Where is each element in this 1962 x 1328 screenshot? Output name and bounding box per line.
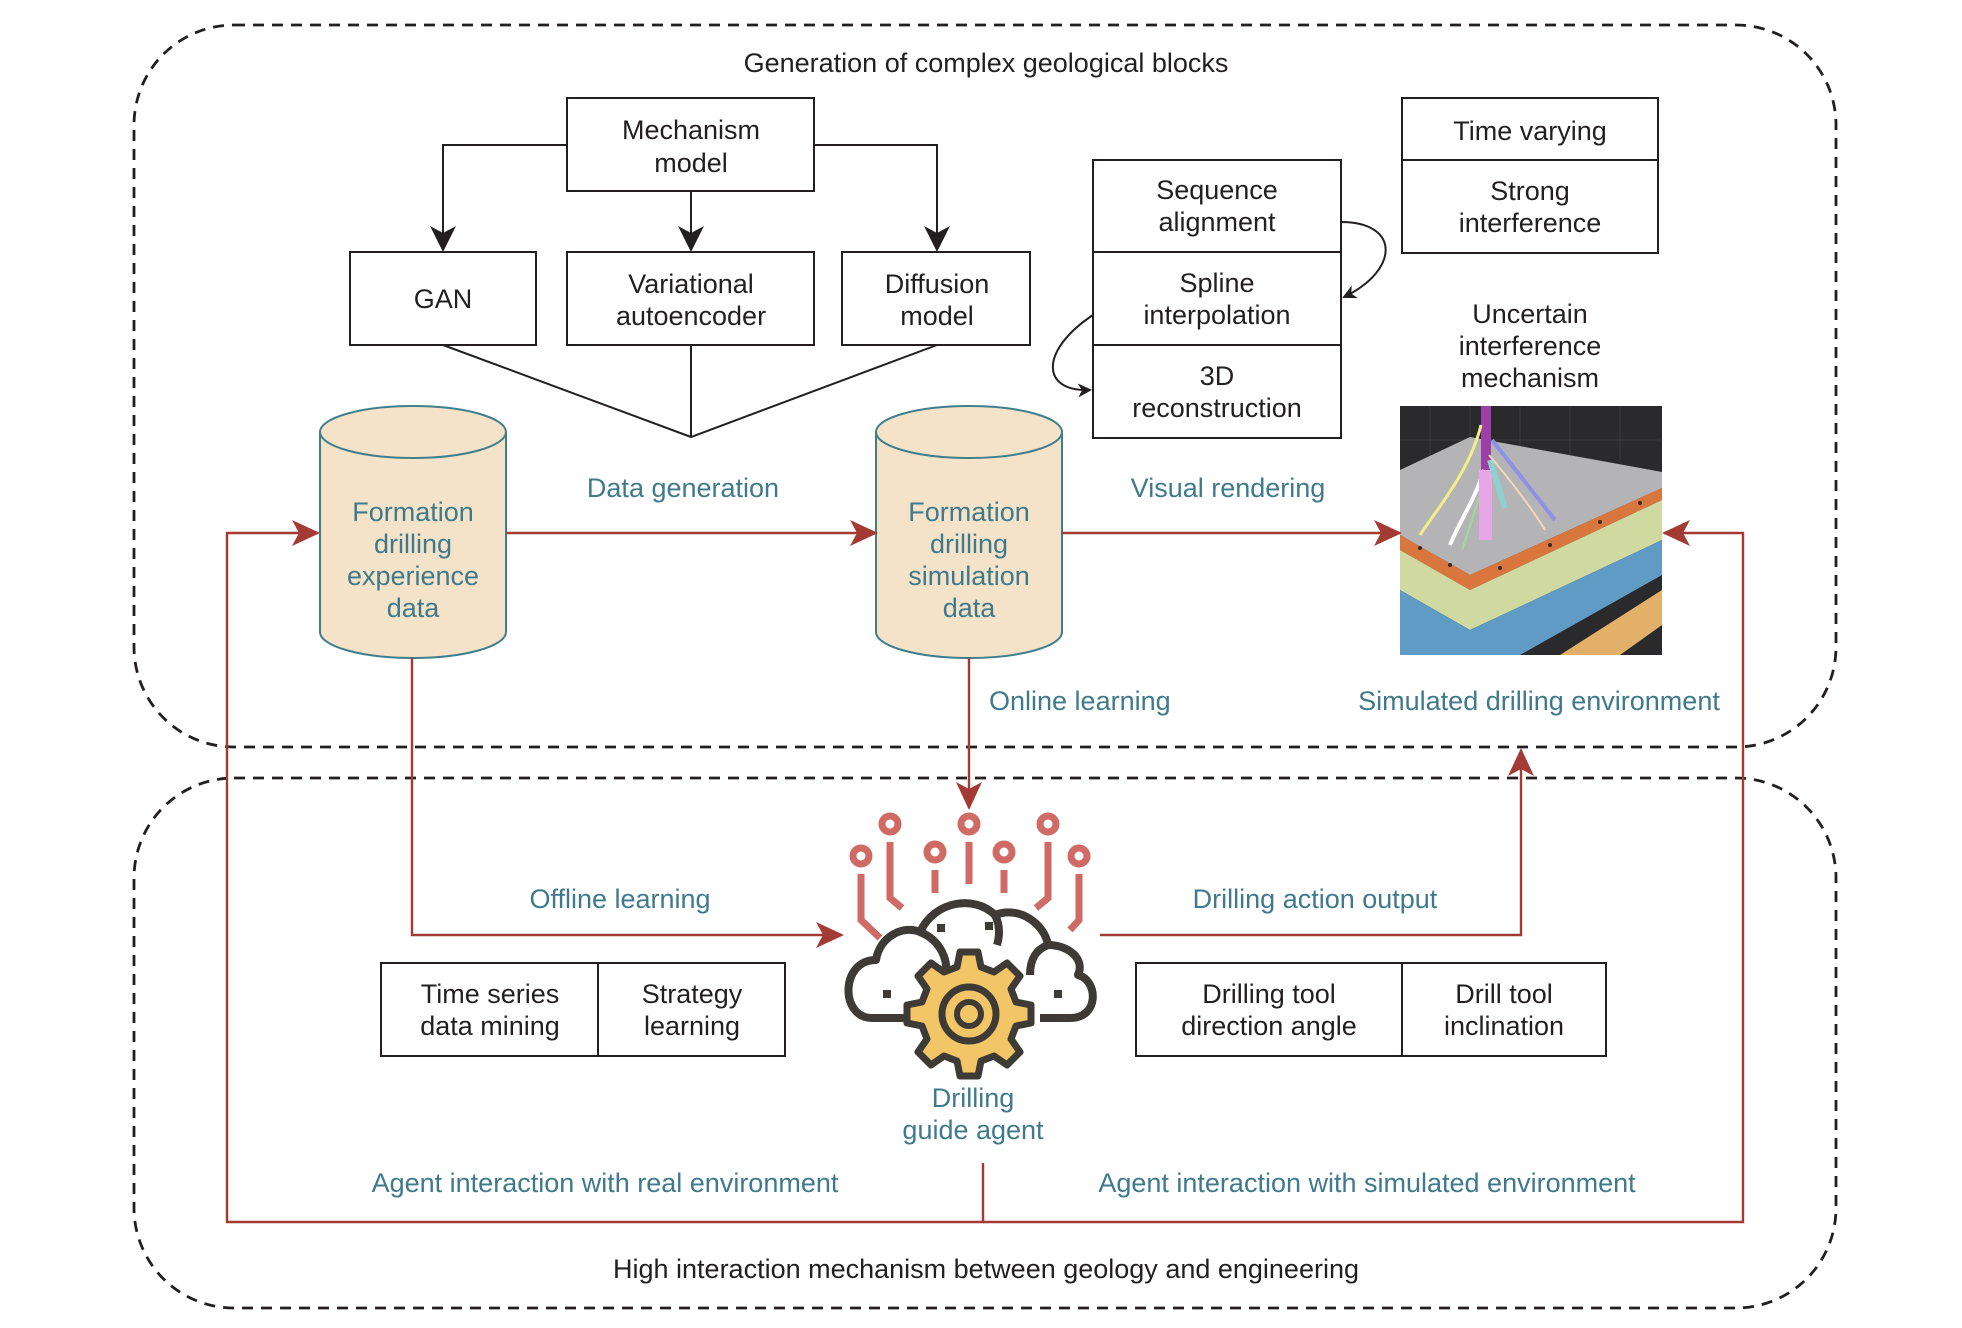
curved-arrow-seq-to-spline: [1340, 221, 1387, 299]
properties-stack: Time varying Strong interference: [1401, 97, 1659, 254]
svg-text:Time series: Time series: [421, 979, 560, 1009]
svg-text:simulation: simulation: [908, 561, 1030, 591]
svg-text:Sequence: Sequence: [1156, 175, 1278, 205]
svg-text:Drilling: Drilling: [932, 1083, 1015, 1113]
svg-text:3D: 3D: [1200, 361, 1235, 391]
svg-text:interference: interference: [1459, 331, 1602, 361]
svg-text:Mechanism: Mechanism: [622, 115, 760, 145]
svg-text:Strong: Strong: [1490, 176, 1570, 206]
svg-text:Drilling tool: Drilling tool: [1202, 979, 1336, 1009]
label-offline-learning: Offline learning: [529, 884, 710, 914]
arrow-to-gan: [430, 144, 567, 252]
svg-text:Drill tool: Drill tool: [1455, 979, 1553, 1009]
svg-text:Time varying: Time varying: [1453, 116, 1607, 146]
svg-text:learning: learning: [644, 1011, 740, 1041]
simulation-data-cylinder: Formation drilling simulation data: [875, 405, 1063, 659]
svg-text:Diffusion: Diffusion: [885, 269, 990, 299]
svg-text:autoencoder: autoencoder: [616, 301, 766, 331]
svg-text:model: model: [900, 301, 974, 331]
label-drilling-action-output: Drilling action output: [1193, 884, 1438, 914]
svg-text:Uncertain: Uncertain: [1472, 299, 1588, 329]
top-section-border: [132, 23, 1838, 749]
svg-text:mechanism: mechanism: [1461, 363, 1599, 393]
svg-text:data: data: [387, 593, 441, 623]
label-real-interaction: Agent interaction with real environment: [372, 1168, 839, 1198]
arrow-real-environment-loop: [225, 520, 985, 1224]
svg-text:alignment: alignment: [1158, 207, 1276, 237]
svg-text:Variational: Variational: [628, 269, 754, 299]
arrow-drilling-action-output: [1100, 748, 1534, 937]
svg-text:guide agent: guide agent: [902, 1115, 1044, 1145]
mechanism-model-box: Mechanism model: [566, 97, 815, 192]
diffusion-box: Diffusion model: [841, 251, 1031, 346]
svg-text:data mining: data mining: [420, 1011, 560, 1041]
svg-text:data: data: [943, 593, 997, 623]
label-visual-rendering: Visual rendering: [1131, 473, 1326, 503]
svg-text:model: model: [654, 148, 728, 178]
svg-text:interference: interference: [1459, 208, 1602, 238]
svg-text:drilling: drilling: [374, 529, 452, 559]
action-boxes: Drilling tool direction angle Drill tool…: [1135, 962, 1607, 1057]
bottom-section-border: [132, 776, 1838, 1310]
svg-text:interpolation: interpolation: [1143, 300, 1290, 330]
svg-text:reconstruction: reconstruction: [1132, 393, 1302, 423]
svg-text:Spline: Spline: [1179, 268, 1254, 298]
bottom-section-title: High interaction mechanism between geolo…: [613, 1254, 1359, 1284]
gan-box: GAN: [349, 251, 537, 346]
cloud-gear-circuit-icon: [844, 812, 1097, 1080]
learning-boxes: Time series data mining Strategy learnin…: [380, 962, 786, 1057]
svg-text:Formation: Formation: [352, 497, 474, 527]
label-data-generation: Data generation: [587, 473, 779, 503]
top-section-title: Generation of complex geological blocks: [744, 48, 1229, 78]
curved-arrow-spline-to-3d: [1052, 314, 1094, 398]
arrow-offline-learning: [410, 658, 844, 948]
svg-text:drilling: drilling: [930, 529, 1008, 559]
svg-text:direction angle: direction angle: [1181, 1011, 1357, 1041]
vae-box: Variational autoencoder: [566, 251, 815, 346]
label-simulated-interaction: Agent interaction with simulated environ…: [1098, 1168, 1636, 1198]
simulated-environment-render: [1400, 406, 1662, 655]
svg-text:GAN: GAN: [414, 284, 473, 314]
agent-label: Drilling guide agent: [902, 1083, 1044, 1145]
reconstruction-stack: Sequence alignment Spline interpolation …: [1092, 159, 1342, 439]
svg-text:experience: experience: [347, 561, 479, 591]
arrow-simulated-environment-loop: [983, 520, 1745, 1224]
label-online-learning: Online learning: [989, 686, 1171, 716]
label-simulated-environment: Simulated drilling environment: [1358, 686, 1720, 716]
model-merge-lines: [442, 344, 938, 439]
uncertain-mechanism-label: Uncertain interference mechanism: [1459, 299, 1602, 393]
svg-text:Strategy: Strategy: [642, 979, 743, 1009]
svg-text:inclination: inclination: [1444, 1011, 1564, 1041]
arrow-to-diffusion: [814, 144, 950, 252]
experience-data-cylinder: Formation drilling experience data: [319, 405, 507, 659]
svg-text:Formation: Formation: [908, 497, 1030, 527]
